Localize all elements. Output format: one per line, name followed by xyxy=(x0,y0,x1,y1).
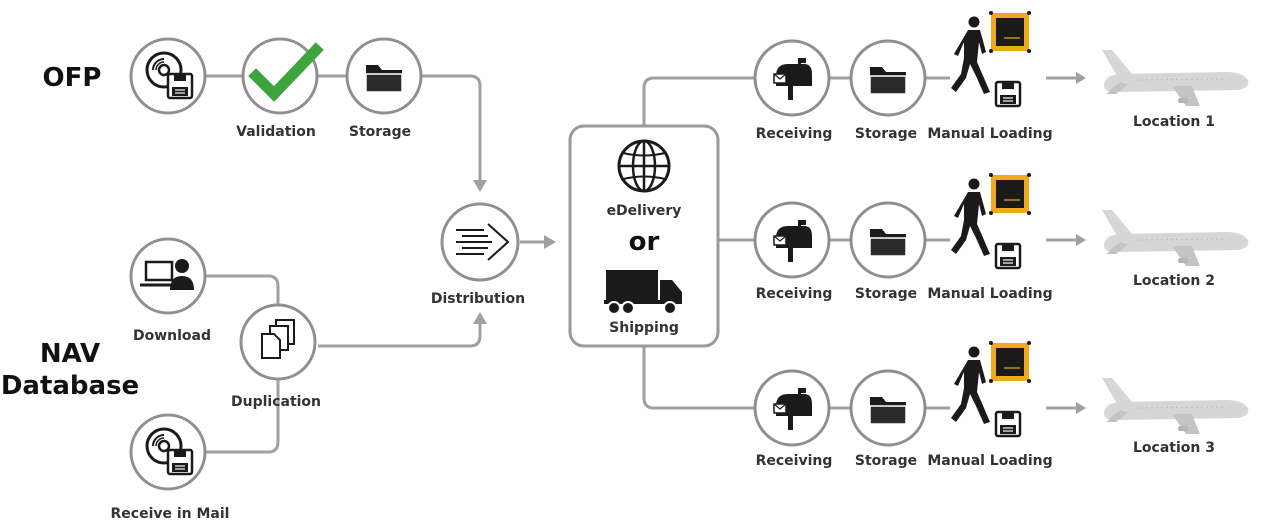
receive-mail-label: Receive in Mail xyxy=(111,506,230,522)
download-node: Download xyxy=(129,237,211,344)
connector-storage-to-distribution xyxy=(422,74,482,182)
arrowhead-delivery xyxy=(544,235,556,249)
floppy-icon xyxy=(994,242,1022,270)
row-2-receiving-label: Receiving xyxy=(756,286,833,302)
floppy-icon xyxy=(994,80,1022,108)
walking-person-icon xyxy=(951,178,990,256)
edelivery-label: eDelivery xyxy=(607,203,682,219)
row-3-storage-label: Storage xyxy=(855,453,917,469)
tablet-icon xyxy=(988,172,1032,216)
duplication-node: Duplication xyxy=(231,303,321,410)
row-2-manual-label: Manual Loading xyxy=(927,286,1052,302)
connector-delivery-to-row3 xyxy=(642,346,756,410)
row-2-storage-label: Storage xyxy=(855,286,917,302)
tablet-icon xyxy=(988,340,1032,384)
globe-icon xyxy=(617,139,671,193)
ofp-storage-node: Storage xyxy=(345,37,423,140)
connectors xyxy=(206,70,1088,454)
receive-mail-node: Receive in Mail xyxy=(111,413,230,522)
arrow-to-location-1 xyxy=(1044,70,1088,86)
connector-download-to-duplication xyxy=(206,274,280,304)
arrow-to-location-2 xyxy=(1044,232,1088,248)
row-3-receiving-label: Receiving xyxy=(756,453,833,469)
section-label-ofp: OFP xyxy=(43,63,102,93)
arrowhead-down-distribution xyxy=(473,180,487,192)
walking-person-icon xyxy=(951,346,990,424)
tablet-icon xyxy=(988,10,1032,54)
arrow-to-location-3 xyxy=(1044,400,1088,416)
shipping-label: Shipping xyxy=(609,320,679,336)
validation-label: Validation xyxy=(236,124,316,140)
connector-delivery-to-row1 xyxy=(642,76,756,126)
location-1-label: Location 1 xyxy=(1133,114,1215,130)
row-2: Receiving Storage Manual Loading Locatio… xyxy=(753,172,1249,302)
documents-icon xyxy=(261,319,295,359)
location-2-label: Location 2 xyxy=(1133,273,1215,289)
connector-duplication-to-distribution xyxy=(318,322,482,348)
location-3-label: Location 3 xyxy=(1133,440,1215,456)
row-3: Receiving Storage Manual Loading Locatio… xyxy=(753,340,1249,469)
row-1-manual-label: Manual Loading xyxy=(927,126,1052,142)
validation-node: Validation xyxy=(236,37,324,140)
checkmark-icon xyxy=(248,42,324,102)
row-1-receiving-label: Receiving xyxy=(756,126,833,142)
distribution-arrow-icon xyxy=(456,223,510,261)
distribution-node: Distribution xyxy=(431,202,525,307)
airplane-icon xyxy=(1101,209,1249,267)
section-label-nav: NAV xyxy=(40,339,100,369)
duplication-label: Duplication xyxy=(231,394,321,410)
section-label-database: Database xyxy=(1,371,139,401)
or-label: or xyxy=(629,227,660,257)
row-1: Receiving Storage Manual Loading Locatio… xyxy=(753,10,1249,142)
download-label: Download xyxy=(133,328,211,344)
floppy-icon xyxy=(994,410,1022,438)
laptop-user-icon xyxy=(140,259,194,290)
arrowhead-up-distribution xyxy=(473,312,487,324)
airplane-icon xyxy=(1101,377,1249,435)
delivery-box: eDelivery or Shipping xyxy=(568,124,720,348)
ofp-storage-label: Storage xyxy=(349,124,411,140)
row-3-manual-label: Manual Loading xyxy=(927,453,1052,469)
truck-icon xyxy=(604,270,682,315)
distribution-label: Distribution xyxy=(431,291,525,307)
ofp-disc-node xyxy=(129,37,207,115)
walking-person-icon xyxy=(951,16,990,94)
connector-mail-to-duplication xyxy=(206,380,280,454)
row-1-storage-label: Storage xyxy=(855,126,917,142)
airplane-icon xyxy=(1101,49,1249,107)
